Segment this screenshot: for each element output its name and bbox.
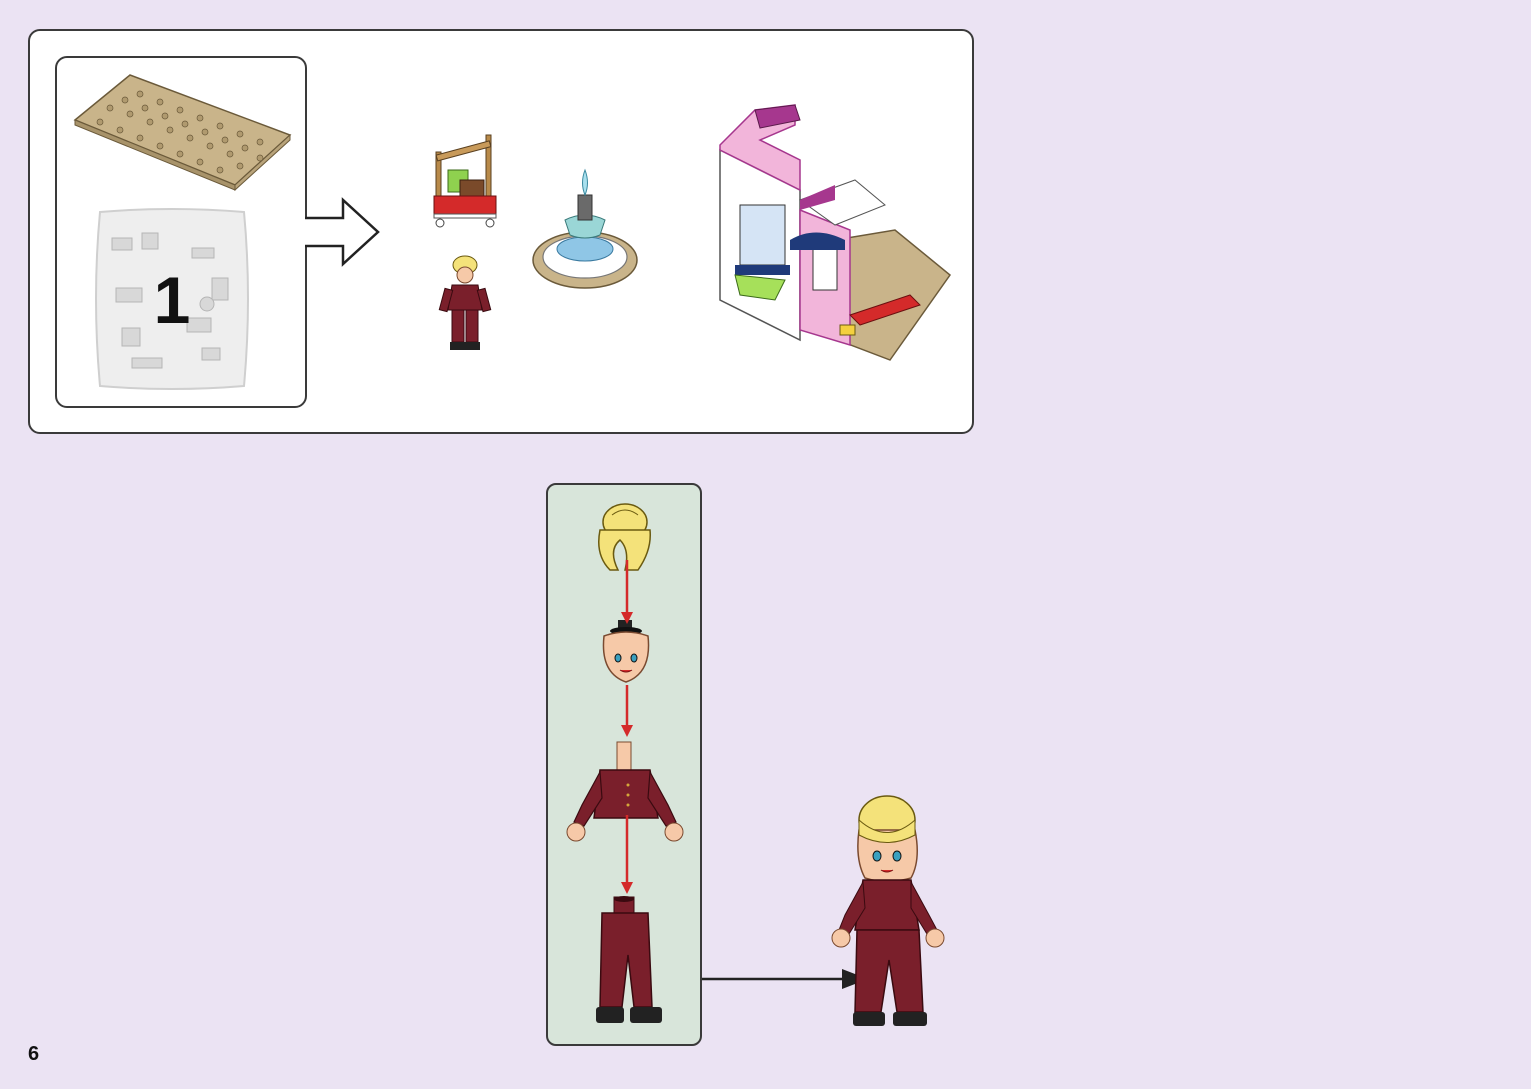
right-arrow-icon: [305, 198, 385, 268]
fountain-icon: [530, 165, 640, 295]
tan-baseplate-icon: [70, 70, 295, 190]
minifigure-icon: [438, 255, 493, 355]
assembled-minifigure-icon: [825, 790, 955, 1035]
building-icon: [715, 100, 955, 365]
bag-number: 1: [152, 265, 192, 335]
red-assembly-arrows: [615, 560, 639, 900]
luggage-cart-icon: [428, 130, 503, 230]
page-number: 6: [28, 1043, 39, 1066]
legs-piece-icon: [590, 895, 670, 1030]
